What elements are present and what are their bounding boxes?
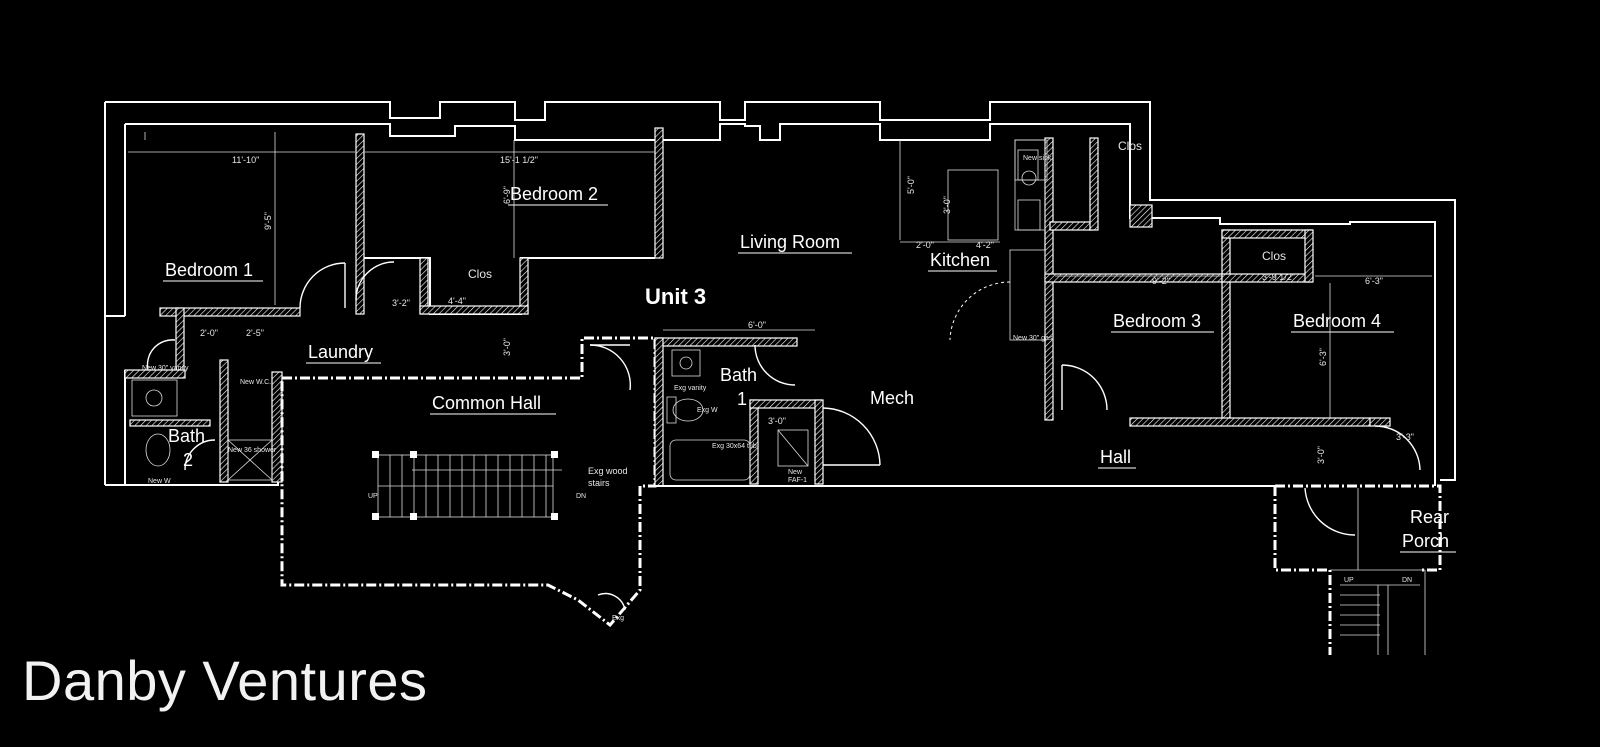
svg-text:6'-9": 6'-9" <box>502 186 512 204</box>
label-living-room: Living Room <box>740 232 840 252</box>
svg-text:3'-3": 3'-3" <box>1396 432 1414 442</box>
label-common-hall: Common Hall <box>432 393 541 413</box>
label-bedroom-3: Bedroom 3 <box>1113 311 1201 331</box>
label-clos-kitchen: Clos <box>1118 139 1142 153</box>
notes: Exg wood stairs UP DN Exg Exg vanity Exg… <box>142 155 1412 622</box>
svg-text:5'-0": 5'-0" <box>906 176 916 194</box>
svg-text:2'-0": 2'-0" <box>916 240 934 250</box>
svg-text:4'-2": 4'-2" <box>976 240 994 250</box>
svg-text:Exg vanity: Exg vanity <box>674 385 707 392</box>
svg-text:15'-1 1/2": 15'-1 1/2" <box>500 155 538 165</box>
svg-text:4'-4": 4'-4" <box>448 296 466 306</box>
label-unit-3: Unit 3 <box>645 284 706 309</box>
svg-text:2'-5": 2'-5" <box>246 328 264 338</box>
svg-text:New 36 shower: New 36 shower <box>228 447 277 454</box>
label-bath-2-num: 2 <box>183 450 193 470</box>
exterior-walls <box>104 101 1456 486</box>
label-bedroom-1: Bedroom 1 <box>165 260 253 280</box>
label-clos-bed2: Clos <box>468 267 492 281</box>
svg-text:Exg: Exg <box>612 615 624 622</box>
svg-text:3'-0": 3'-0" <box>502 338 512 356</box>
label-bedroom-2: Bedroom 2 <box>510 184 598 204</box>
common-hall-stairs <box>372 451 562 520</box>
svg-text:UP: UP <box>368 493 378 500</box>
svg-text:New 30" vanity: New 30" vanity <box>142 365 189 372</box>
svg-text:FAF-1: FAF-1 <box>788 477 807 484</box>
label-rear-porch-1: Rear <box>1410 507 1449 527</box>
svg-text:3'-9 1/2": 3'-9 1/2" <box>1262 272 1295 282</box>
svg-text:UP: UP <box>1344 577 1354 584</box>
svg-text:DN: DN <box>576 493 586 500</box>
porch-stairs <box>1340 584 1420 655</box>
label-bath-1-num: 1 <box>737 389 747 409</box>
doors <box>146 261 1421 611</box>
label-bedroom-4: Bedroom 4 <box>1293 311 1381 331</box>
svg-text:9'-2": 9'-2" <box>1152 276 1170 286</box>
label-bath-1: Bath <box>720 365 757 385</box>
svg-text:6'-3": 6'-3" <box>1318 348 1328 366</box>
svg-text:New W.C.: New W.C. <box>240 379 271 386</box>
fixtures <box>131 149 1041 481</box>
label-laundry: Laundry <box>308 342 373 362</box>
svg-text:3'-0": 3'-0" <box>942 196 952 214</box>
svg-text:6'-0": 6'-0" <box>748 320 766 330</box>
svg-text:stairs: stairs <box>588 478 610 488</box>
svg-text:3'-2": 3'-2" <box>392 298 410 308</box>
svg-text:3'-0": 3'-0" <box>1316 446 1326 464</box>
label-kitchen: Kitchen <box>930 250 990 270</box>
label-hall: Hall <box>1100 447 1131 467</box>
svg-text:New sink: New sink <box>1023 155 1052 162</box>
svg-text:Exg wood: Exg wood <box>588 466 628 476</box>
svg-text:6'-3": 6'-3" <box>1365 276 1383 286</box>
label-bath-2: Bath <box>168 426 205 446</box>
room-labels: Bedroom 1 Bedroom 2 Living Room Kitchen … <box>163 139 1456 553</box>
svg-text:3'-0": 3'-0" <box>768 416 786 426</box>
dimensions: 11'-10" 9'-5" 15'-1 1/2" 6'-9" 9'-2" 6'-… <box>128 132 1432 464</box>
svg-text:Exg W: Exg W <box>697 407 718 414</box>
svg-text:2'-0": 2'-0" <box>200 328 218 338</box>
svg-text:DN: DN <box>1402 577 1412 584</box>
interior-walls <box>124 127 1442 655</box>
label-mech: Mech <box>870 388 914 408</box>
svg-text:New 30" gas: New 30" gas <box>1013 335 1053 342</box>
label-clos-bed4: Clos <box>1262 249 1286 263</box>
svg-text:New W: New W <box>148 478 171 485</box>
svg-text:9'-5": 9'-5" <box>263 212 273 230</box>
svg-text:Exg 30x64 tub: Exg 30x64 tub <box>712 443 757 450</box>
svg-text:New: New <box>788 469 803 476</box>
svg-text:11'-10": 11'-10" <box>232 155 259 165</box>
label-rear-porch-2: Porch <box>1402 531 1449 551</box>
brand-watermark: Danby Ventures <box>22 649 428 712</box>
